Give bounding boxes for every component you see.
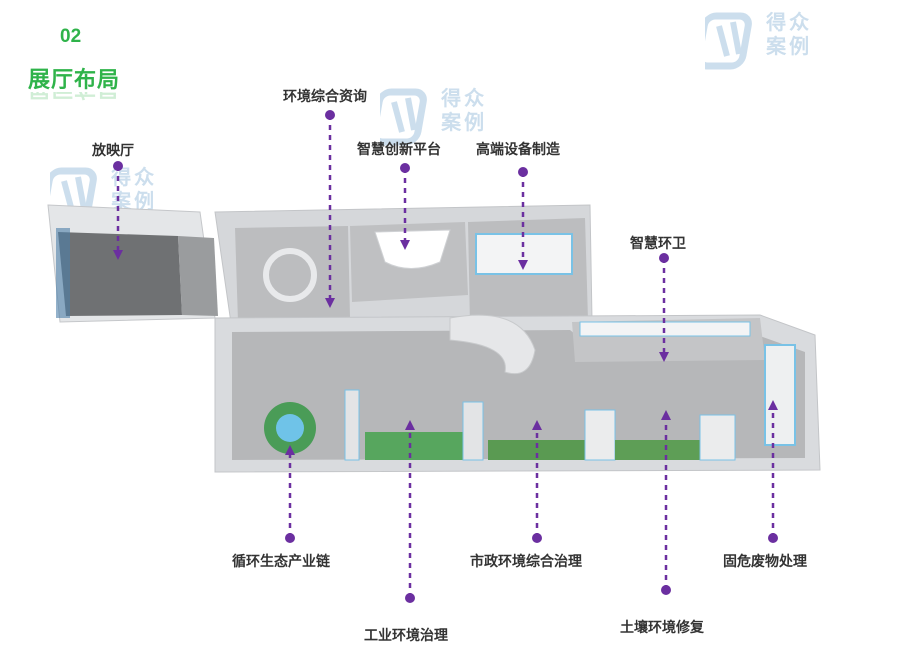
watermark-text: 案例 xyxy=(766,34,813,58)
watermark: 得众 案例 xyxy=(380,86,487,146)
partition-wall xyxy=(344,389,360,461)
pointer-arrowhead xyxy=(518,260,528,270)
pointer-dot xyxy=(518,167,528,177)
page-title: 展厅布局 xyxy=(28,68,121,93)
pointer-arrowhead xyxy=(325,298,335,308)
waste-display-wall xyxy=(764,344,796,446)
screening-hall-floor xyxy=(58,232,182,316)
round-display xyxy=(263,248,317,302)
label-industrial-governance: 工业环境治理 xyxy=(364,628,448,644)
industrial-display-green xyxy=(365,432,465,460)
screening-hall-corridor xyxy=(178,236,218,316)
label-smart-sanitation: 智慧环卫 xyxy=(630,236,686,252)
watermark-text: 得众 xyxy=(441,86,488,110)
watermark-text: 案例 xyxy=(441,110,488,134)
curved-ramp xyxy=(449,314,536,375)
pointer-dot xyxy=(113,161,123,171)
pointer-arrowhead xyxy=(659,352,669,362)
pointer-dot xyxy=(768,533,778,543)
consulting-area-floor xyxy=(235,226,350,322)
pointer-dot xyxy=(661,585,671,595)
pointer-dot xyxy=(405,593,415,603)
municipal-display-green xyxy=(488,440,608,460)
label-innovation-platform: 智慧创新平台 xyxy=(357,142,441,158)
pointer-arrowhead xyxy=(405,420,415,430)
watermark: 得众 案例 xyxy=(705,10,812,70)
pointer-dot xyxy=(285,533,295,543)
display-cabinet xyxy=(584,409,616,461)
pointer-arrowhead xyxy=(113,250,123,260)
innovation-display xyxy=(374,229,451,269)
eco-display-center xyxy=(276,414,304,442)
pointer-dot xyxy=(659,253,669,263)
partition-wall xyxy=(462,401,484,461)
watermark-text: 得众 xyxy=(766,10,813,34)
label-consulting: 环境综合资询 xyxy=(283,89,367,105)
soil-display-green xyxy=(615,440,710,460)
screen-panel xyxy=(56,228,70,318)
pointer-dot xyxy=(532,533,542,543)
pointer-dot xyxy=(325,110,335,120)
pointer-arrowhead xyxy=(768,400,778,410)
pointer-arrowhead xyxy=(661,410,671,420)
label-hazardous-waste: 固危废物处理 xyxy=(723,554,807,570)
label-soil-remediation: 土壤环境修复 xyxy=(620,620,704,636)
pointer-arrowhead xyxy=(532,420,542,430)
label-equipment-manufacturing: 高端设备制造 xyxy=(476,142,560,158)
display-cabinet xyxy=(699,414,736,461)
main-hall-floor xyxy=(232,330,805,460)
pointer-dot xyxy=(400,163,410,173)
label-circular-ecology: 循环生态产业链 xyxy=(232,554,330,570)
pointer-arrowhead xyxy=(285,445,295,455)
pointer-arrowhead xyxy=(400,240,410,250)
label-screening-hall: 放映厅 xyxy=(92,143,134,159)
label-municipal-governance: 市政环境综合治理 xyxy=(470,554,582,570)
section-number: 02 xyxy=(60,26,82,47)
